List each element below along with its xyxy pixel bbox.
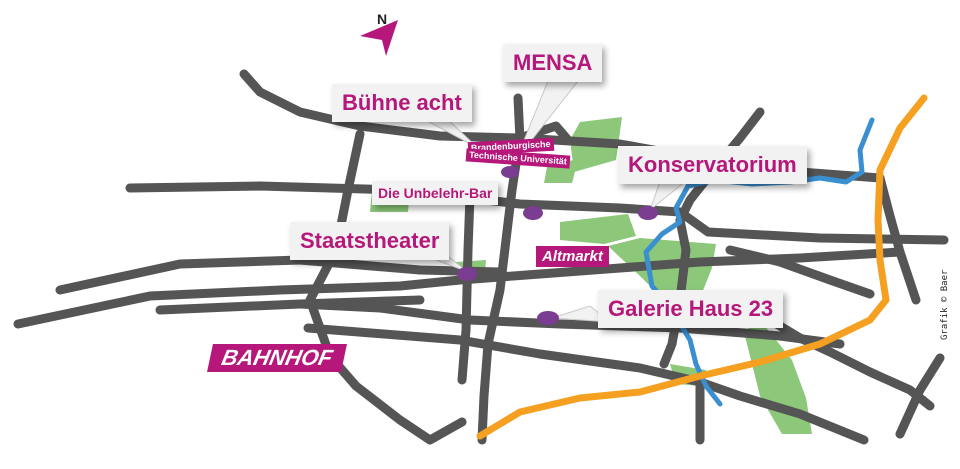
- callout-konservatorium[interactable]: Konservatorium: [618, 146, 807, 184]
- marker-staatstheater[interactable]: [457, 267, 477, 281]
- callout-staatstheater[interactable]: Staatstheater: [290, 222, 450, 260]
- road: [895, 353, 945, 439]
- callout-mensa[interactable]: MENSA: [503, 44, 603, 82]
- road: [477, 133, 525, 445]
- road: [513, 93, 525, 145]
- road: [875, 173, 921, 305]
- altmarkt-tag: Altmarkt: [536, 246, 609, 267]
- road: [55, 255, 505, 295]
- callout-unbelehr-bar[interactable]: Die Unbelehr-Bar: [372, 181, 499, 205]
- railway: [476, 94, 928, 440]
- north-arrow: N: [360, 11, 398, 56]
- road: [457, 191, 475, 385]
- road: [125, 181, 949, 245]
- north-arrow-icon: [360, 20, 398, 56]
- river: [643, 117, 875, 407]
- road: [295, 299, 845, 349]
- bahnhof-tag: BAHNHOF: [207, 344, 347, 372]
- marker-unbelehr-bar[interactable]: [523, 206, 543, 220]
- park: [560, 214, 636, 244]
- marker-konservatorium[interactable]: [638, 206, 658, 220]
- park: [744, 320, 812, 434]
- north-label: N: [377, 11, 387, 27]
- roads: [13, 69, 949, 445]
- road: [725, 245, 875, 299]
- credit-text: Grafik © Baer: [940, 269, 950, 340]
- road: [303, 323, 869, 445]
- callout-galerie[interactable]: Galerie Haus 23: [598, 290, 784, 328]
- callout-buehne-acht[interactable]: Bühne acht: [332, 84, 472, 122]
- marker-galerie[interactable]: [537, 311, 559, 325]
- marker-mensa[interactable]: [501, 166, 519, 178]
